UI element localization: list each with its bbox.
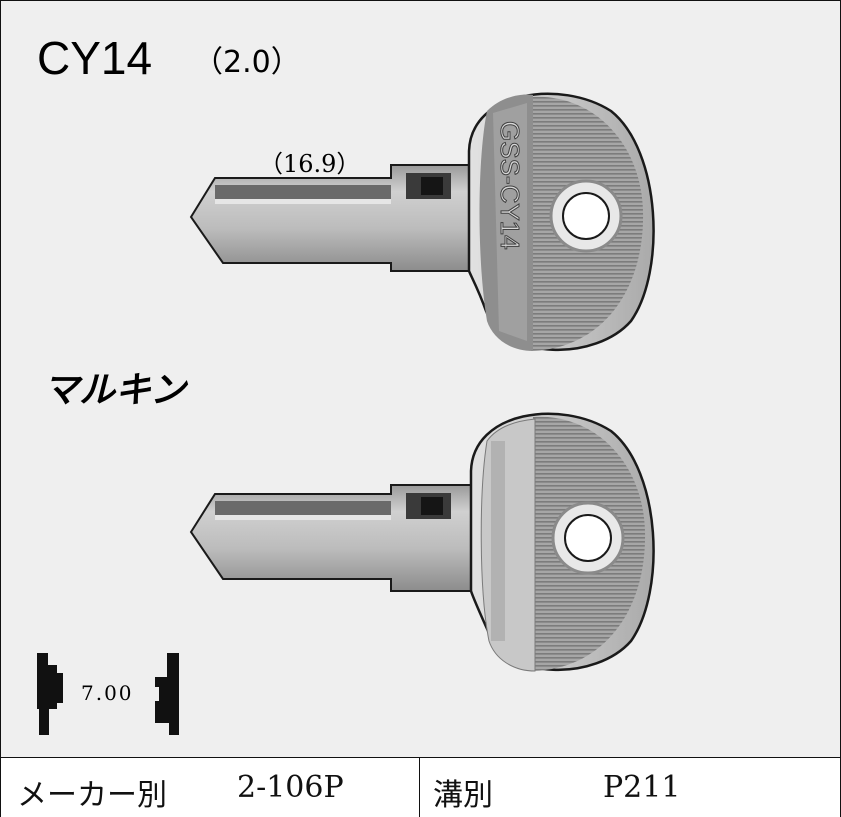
footer-divider xyxy=(419,758,420,817)
key-front: GSS-CY14 xyxy=(189,92,655,352)
maker-code-value: 2-106P xyxy=(237,770,344,805)
key-back xyxy=(189,412,655,672)
spec-footer: メーカー別 2-106P 溝別 P211 xyxy=(1,757,840,817)
thickness-note: （2.0） xyxy=(193,45,301,80)
cross-section-value: 7.00 xyxy=(81,681,134,705)
cross-section-profile xyxy=(37,653,179,735)
groove-code-label: 溝別 xyxy=(433,778,493,813)
key-illustrations: GSS-CY14 xyxy=(37,92,655,735)
maker-name: マルキン xyxy=(43,369,186,411)
blade-length-label: （16.9） xyxy=(259,150,361,178)
groove-code-value: P211 xyxy=(603,770,681,805)
model-title: CY14 xyxy=(37,32,153,84)
key-stamp-text: GSS-CY14 xyxy=(495,121,525,250)
maker-code-label: メーカー別 xyxy=(17,778,167,813)
